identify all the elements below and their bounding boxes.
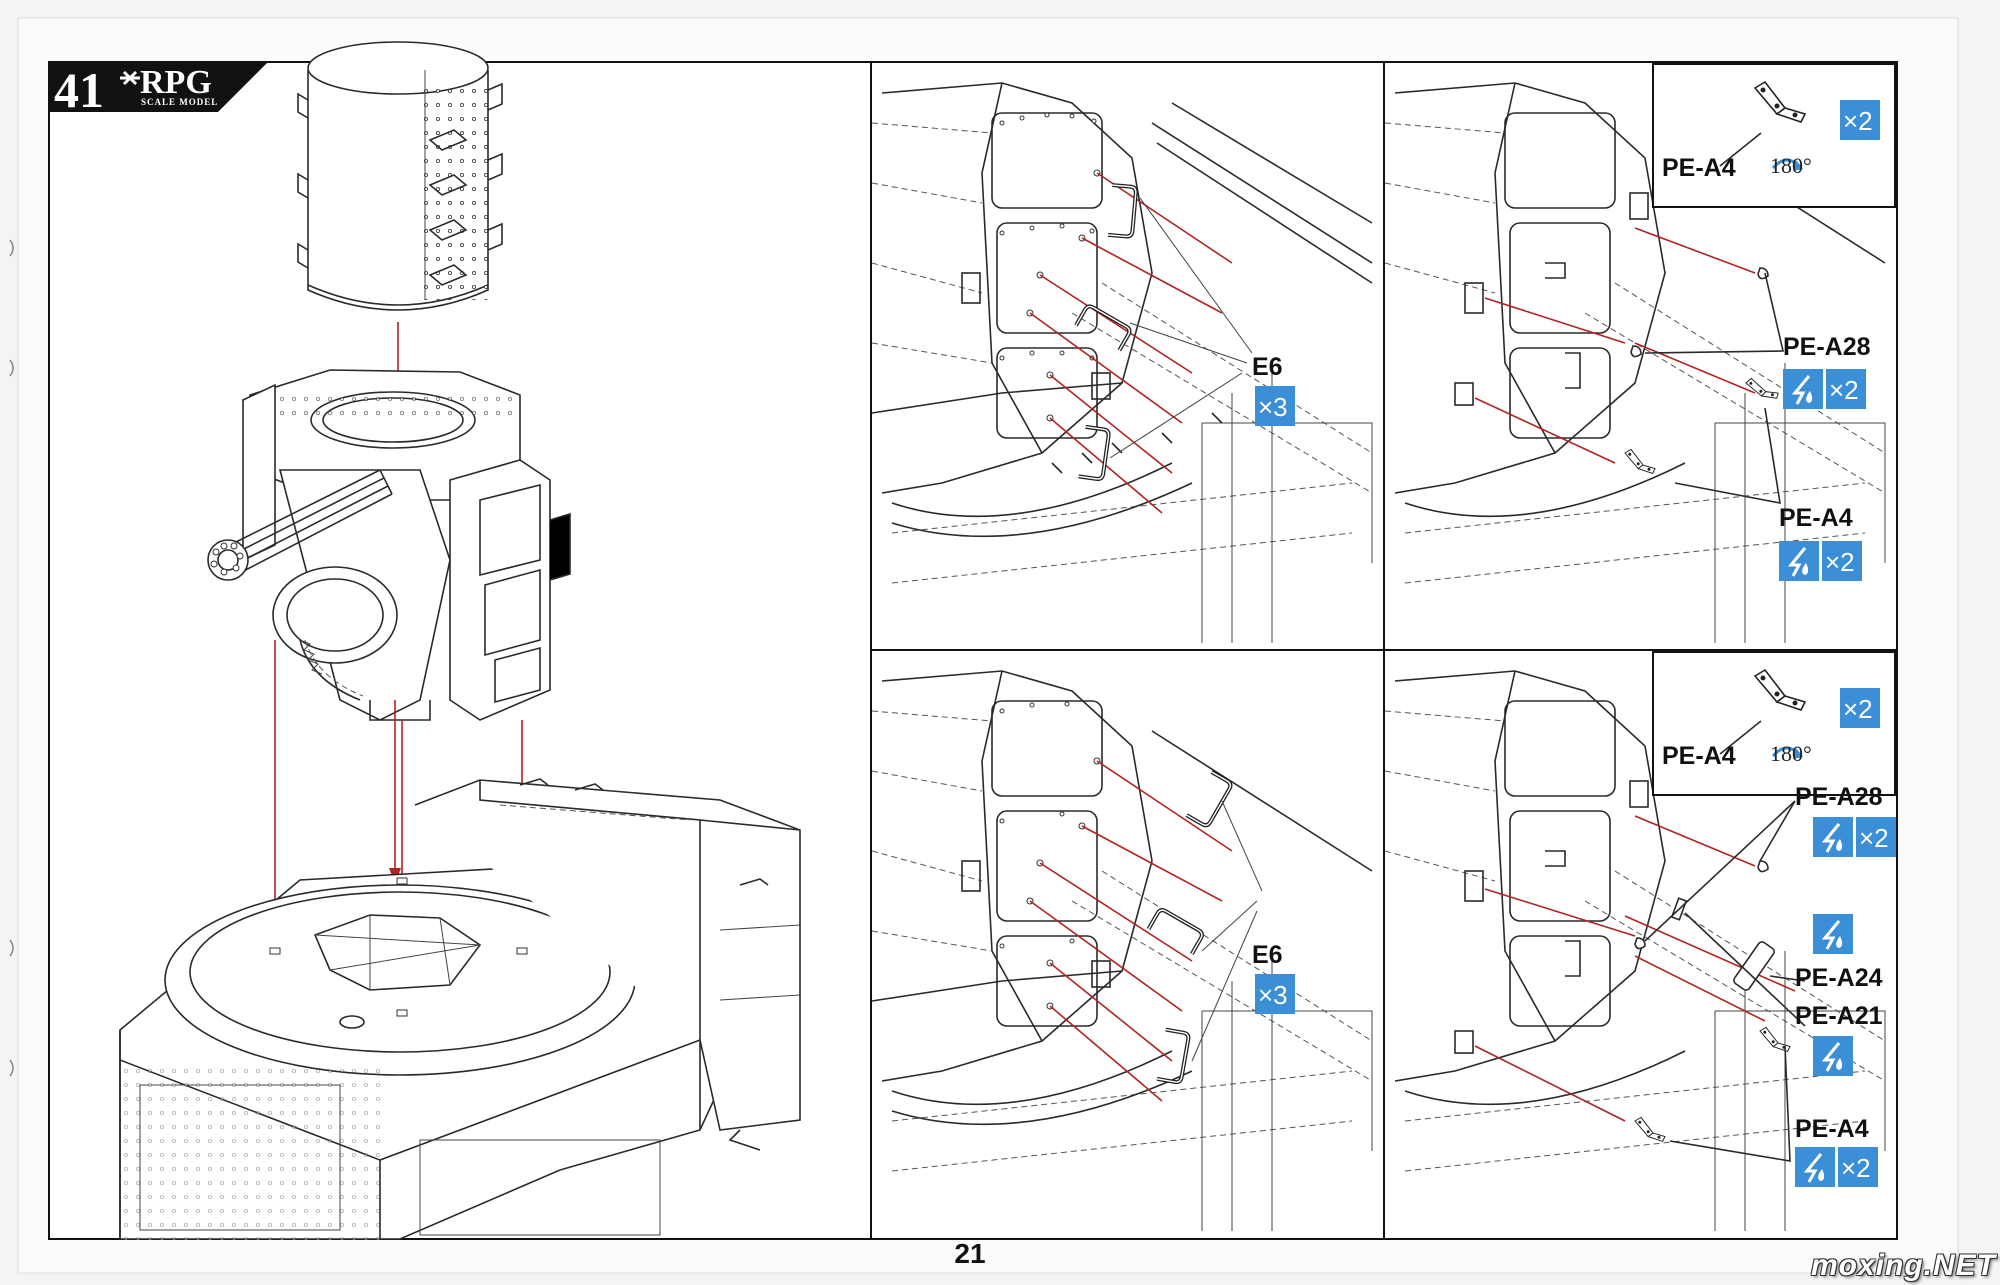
qty-badge-icon: ×3 — [1255, 386, 1295, 426]
qty-badge-icon: ×3 — [1255, 974, 1295, 1014]
qty-pe-a28: ×2 — [1859, 823, 1889, 853]
brand-subtitle: SCALE MODEL — [141, 97, 218, 107]
part-label-pe-a24: PE-A24 — [1795, 964, 1883, 992]
inset-part-label: PE-A4 — [1662, 154, 1736, 182]
qty-e6: ×3 — [1258, 392, 1288, 422]
gun-mount — [207, 369, 571, 721]
part-label-e6: E6 — [1252, 941, 1283, 969]
qty-badge-icon: ×2 — [1838, 1147, 1878, 1187]
panel-top-middle: E6 ×3 — [872, 82, 1373, 643]
inset-qty: ×2 — [1843, 694, 1873, 724]
qty-badge-icon: ×2 — [1840, 688, 1880, 728]
qty-pe-a4: ×2 — [1825, 547, 1855, 577]
part-label-pe-a4: PE-A4 — [1795, 1115, 1869, 1143]
watermark: moxing.NET — [1810, 1249, 1996, 1282]
radome-cylinder — [297, 41, 503, 311]
panel-bottom-right: PE-A4 180° ×2 PE-A28 — [1385, 651, 1896, 1231]
qty-badge-icon: ×2 — [1826, 369, 1866, 409]
qty-e6: ×3 — [1258, 980, 1288, 1010]
part-label-pe-a21: PE-A21 — [1795, 1002, 1883, 1030]
step-number-block: 41 RPG SCALE MODEL — [49, 62, 268, 118]
base-platform — [119, 778, 801, 1240]
qty-badge-icon: ×2 — [1822, 541, 1862, 581]
brand-name: RPG — [140, 64, 212, 101]
qty-pe-a28: ×2 — [1829, 375, 1859, 405]
inset-pe-a4-bend: PE-A4 180° ×2 — [1652, 651, 1896, 796]
main-assembly-drawing — [119, 41, 801, 1240]
panel-bottom-middle: E6 ×3 — [872, 670, 1373, 1231]
inset-qty: ×2 — [1843, 106, 1873, 136]
part-label-pe-a4: PE-A4 — [1779, 504, 1853, 532]
rotation-angle: 180° — [1770, 741, 1812, 766]
glue-drop-icon — [1781, 367, 1825, 411]
qty-pe-a4: ×2 — [1841, 1153, 1871, 1183]
glue-drop-icon — [1793, 1145, 1837, 1189]
glue-drop-icon — [1777, 539, 1821, 583]
inset-part-label: PE-A4 — [1662, 742, 1736, 770]
part-label-pe-a28: PE-A28 — [1795, 783, 1883, 811]
part-label-pe-a28: PE-A28 — [1783, 333, 1871, 361]
glue-drop-icon — [1811, 815, 1855, 859]
qty-badge-icon: ×2 — [1856, 817, 1896, 857]
glue-drop-icon — [1811, 912, 1855, 956]
brand-logo: RPG SCALE MODEL — [120, 64, 218, 107]
page-number: 21 — [954, 1238, 986, 1269]
glue-drop-icon — [1811, 1034, 1855, 1078]
panel-top-right: PE-A4 180° ×2 PE-A28 ×2 — [1385, 63, 1896, 643]
inset-pe-a4-bend: PE-A4 180° ×2 — [1652, 63, 1896, 208]
step-number: 41 — [54, 62, 104, 118]
part-label-e6: E6 — [1252, 353, 1283, 381]
rotation-angle: 180° — [1770, 153, 1812, 178]
qty-badge-icon: ×2 — [1840, 100, 1880, 140]
